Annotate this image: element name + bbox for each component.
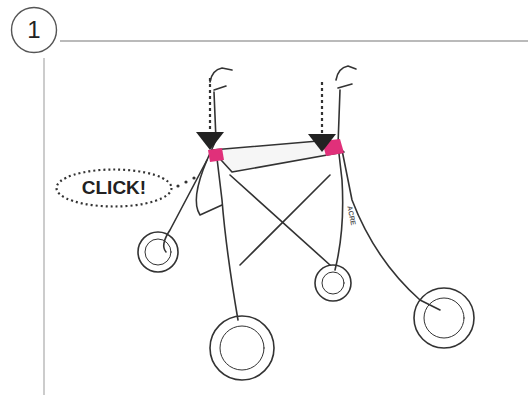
left-handle bbox=[210, 68, 232, 90]
bubble-tail-dot bbox=[192, 176, 195, 179]
wheel-hub bbox=[322, 272, 344, 294]
wheel bbox=[138, 232, 178, 272]
right-rear-leg bbox=[335, 145, 343, 270]
step-number: 1 bbox=[10, 6, 58, 54]
left-brace bbox=[196, 160, 222, 215]
click-callout: CLICK! bbox=[55, 168, 173, 208]
wheel bbox=[414, 288, 474, 348]
press-arrow-shaft bbox=[321, 82, 323, 134]
ellipse-border bbox=[57, 170, 172, 207]
right-handle bbox=[336, 66, 356, 88]
press-arrow-shaft bbox=[209, 78, 211, 132]
left-rear-leg bbox=[164, 140, 216, 252]
bubble-tail-dot bbox=[184, 180, 187, 183]
wheel bbox=[315, 265, 351, 301]
callout-text: CLICK! bbox=[82, 177, 146, 199]
wheel-hub bbox=[220, 326, 264, 370]
panel-top-line bbox=[60, 40, 528, 41]
wheel-hub bbox=[424, 298, 464, 338]
wheel bbox=[210, 316, 274, 380]
panel-side-line bbox=[44, 58, 45, 395]
cross-brace bbox=[230, 175, 330, 265]
press-arrow-head bbox=[308, 134, 336, 152]
seat-latch bbox=[208, 148, 224, 162]
bubble-tail-dot bbox=[176, 184, 179, 187]
press-arrow-head bbox=[196, 132, 224, 150]
wheel-hub bbox=[145, 239, 171, 265]
step-number-text: 1 bbox=[27, 16, 40, 44]
left-front-leg bbox=[216, 150, 238, 320]
right-front-leg bbox=[342, 150, 440, 310]
circle-border bbox=[12, 8, 57, 53]
right-post bbox=[338, 90, 340, 145]
